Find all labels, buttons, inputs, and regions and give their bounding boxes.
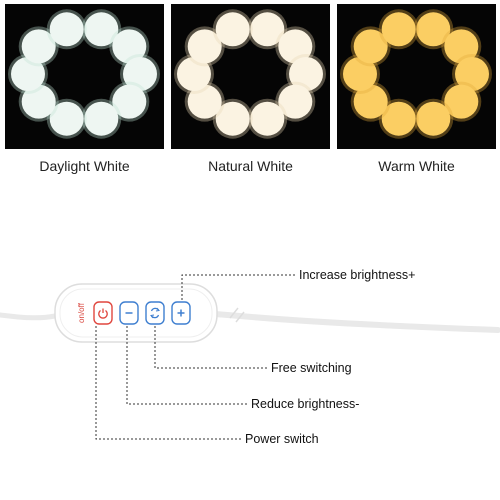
- bulb: [123, 57, 157, 91]
- mode-label-daylight: Daylight White: [39, 158, 130, 174]
- leader-free: [154, 326, 268, 369]
- bulb: [289, 57, 323, 91]
- bulb: [381, 101, 416, 136]
- bulb: [444, 29, 479, 64]
- callout-free-switching: Free switching: [271, 361, 352, 375]
- leader-reduce: [126, 326, 248, 405]
- bulb: [21, 29, 56, 64]
- bulb: [278, 29, 313, 64]
- bulb: [353, 84, 388, 119]
- bulb: [444, 84, 479, 119]
- callout-power-switch: Power switch: [245, 432, 319, 446]
- increase-brightness-button[interactable]: [171, 301, 191, 325]
- power-button[interactable]: [93, 301, 113, 325]
- bulb: [187, 29, 222, 64]
- mode-label-natural: Natural White: [208, 158, 293, 174]
- bulb-ring-warm: [340, 9, 492, 139]
- mode-label-warm: Warm White: [378, 158, 455, 174]
- bulb: [278, 84, 313, 119]
- mode-panel-daylight: [5, 4, 164, 149]
- bulb: [215, 101, 250, 136]
- cable-strain-relief: [229, 307, 245, 323]
- bulb: [250, 12, 285, 47]
- bulb: [416, 12, 451, 47]
- bulb: [215, 12, 250, 47]
- mode-panel-natural: [171, 4, 330, 149]
- plus-icon: [177, 309, 185, 317]
- bulb: [84, 12, 119, 47]
- callout-reduce-brightness: Reduce brightness-: [251, 397, 360, 411]
- bulb: [21, 84, 56, 119]
- bulb: [112, 84, 147, 119]
- bulb: [84, 101, 119, 136]
- bulb: [250, 101, 285, 136]
- cycle-icon: [150, 307, 160, 319]
- reduce-brightness-button[interactable]: [119, 301, 139, 325]
- bulb: [343, 57, 377, 91]
- bulb: [112, 29, 147, 64]
- mode-panel-warm: [337, 4, 496, 149]
- bulb: [49, 12, 84, 47]
- bulb: [353, 29, 388, 64]
- bulb-ring-natural: [174, 9, 326, 139]
- bulb: [416, 101, 451, 136]
- cable-right: [212, 311, 500, 333]
- power-icon: [98, 308, 108, 319]
- bulb-ring-daylight: [8, 9, 160, 139]
- controller-diagram: on/off: [0, 274, 500, 440]
- bulb: [11, 57, 45, 91]
- bulb: [455, 57, 489, 91]
- controller-bezel: [59, 288, 213, 338]
- leader-power: [95, 326, 242, 440]
- leader-increase: [181, 274, 295, 300]
- bulb: [381, 12, 416, 47]
- bulb: [187, 84, 222, 119]
- cable-left: [0, 312, 58, 321]
- bulb: [177, 57, 211, 91]
- power-text: on/off: [77, 302, 86, 323]
- free-switching-button[interactable]: [145, 301, 165, 325]
- callout-increase-brightness: Increase brightness+: [299, 268, 416, 282]
- bulb: [49, 101, 84, 136]
